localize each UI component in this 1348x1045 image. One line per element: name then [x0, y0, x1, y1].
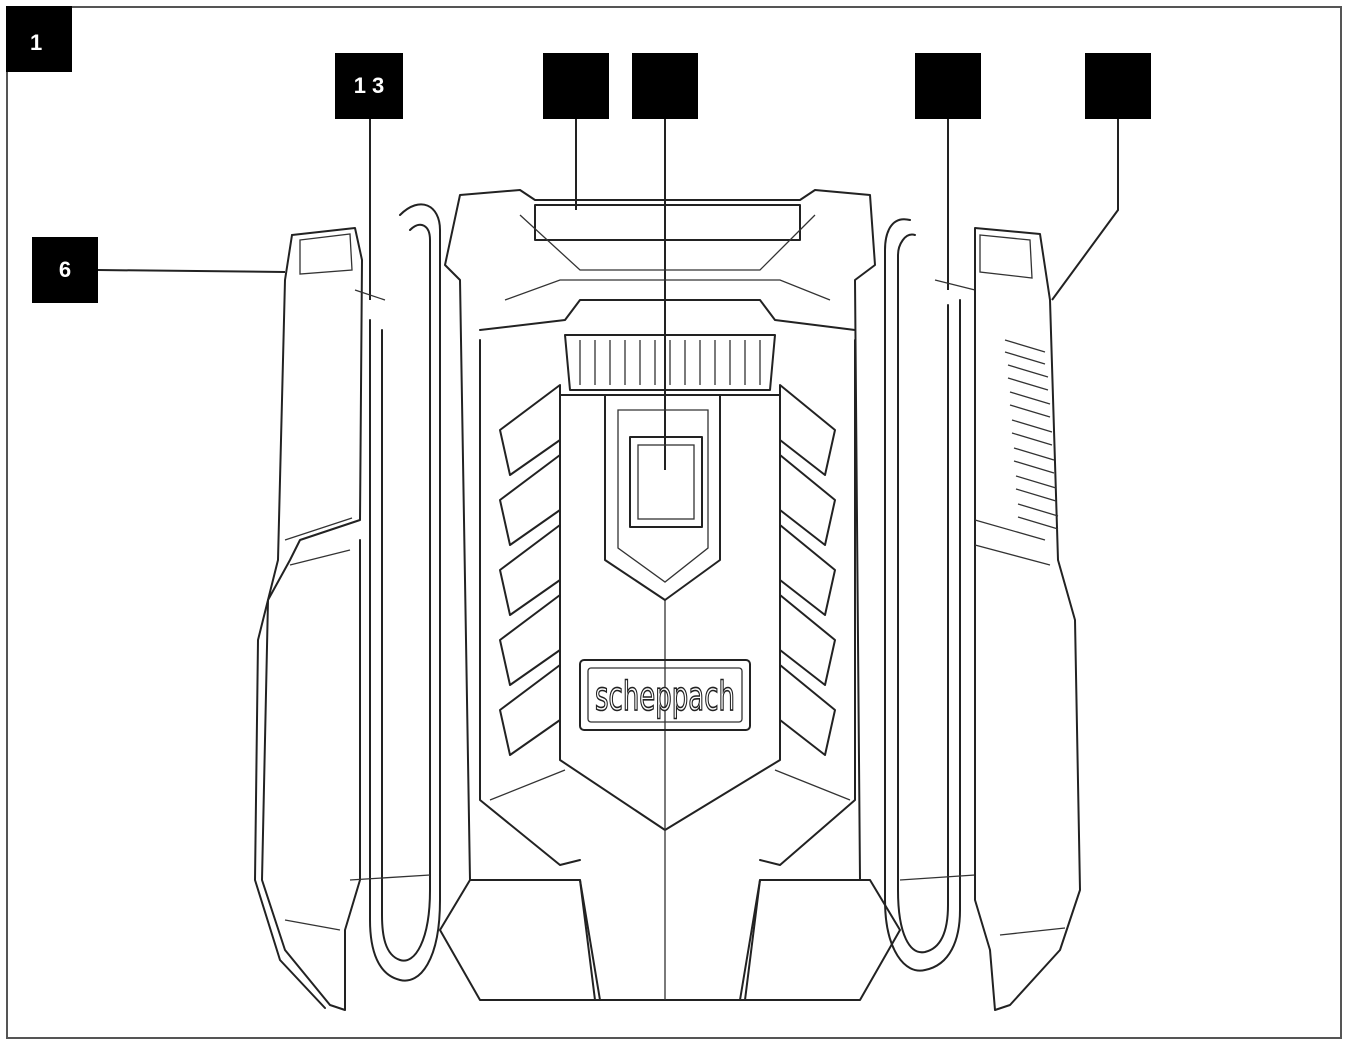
callout-unlabeled-a: [543, 53, 609, 119]
callout-6: 6: [32, 237, 98, 303]
leader-line-d: [1051, 119, 1119, 301]
vent-slots: [1004, 339, 1059, 530]
brand-plate: scheppach: [579, 659, 751, 731]
right-housing: [974, 227, 1081, 1011]
brand-logo: scheppach: [595, 674, 735, 720]
callout-13: 1 3: [335, 53, 403, 119]
left-housing: [254, 227, 363, 1011]
callout-unlabeled-d: [1085, 53, 1151, 119]
central-body: [439, 189, 901, 1001]
right-cable: [884, 218, 976, 972]
leader-line-6: [97, 269, 286, 273]
callout-unlabeled-b: [632, 53, 698, 119]
figure-number-badge: 1: [6, 6, 72, 72]
left-cable: [349, 203, 441, 982]
figure-frame: [6, 6, 1342, 1039]
callout-unlabeled-c: [915, 53, 981, 119]
